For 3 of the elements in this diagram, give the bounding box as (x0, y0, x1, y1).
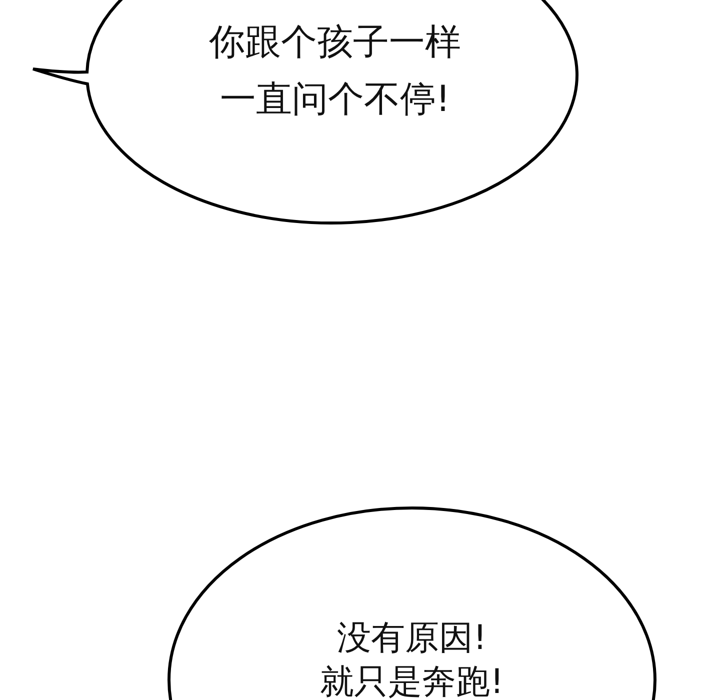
speech-text: 你跟个孩子一样一直问个不停! (209, 21, 461, 122)
speech-bubble (33, 0, 577, 223)
speech-text: 没有原因!就只是奔跑! (320, 617, 504, 700)
